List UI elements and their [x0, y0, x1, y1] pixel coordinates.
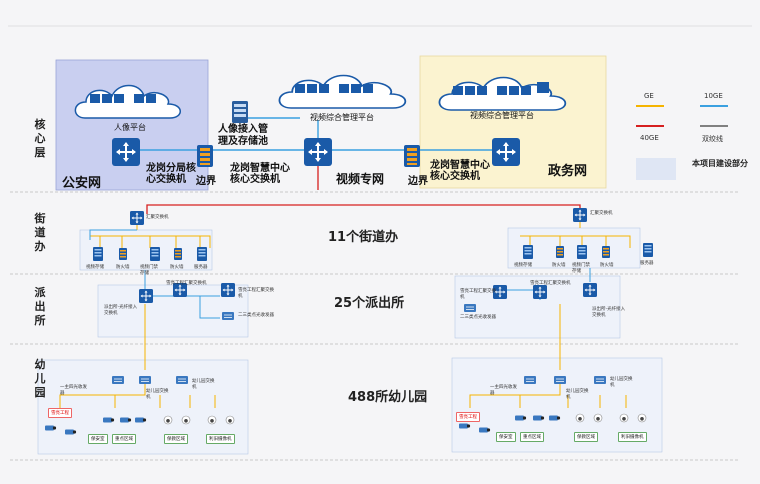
kg-right-switch-label: 幼儿园交换机 [566, 389, 589, 400]
kg-left-switch-label: 幼儿园交换机 [146, 389, 169, 400]
street-left-storage-label: 视频存储 [86, 265, 104, 270]
street-right-door-label: 视频门禁存储 [572, 263, 590, 274]
video-net-label: 视频专网 [336, 172, 385, 186]
kg-left-guard-tag: 保安室 [88, 434, 108, 444]
kindergarten-count: 488所幼儿园 [348, 390, 428, 405]
kg-right-project-tag: 雪亮工程 [456, 412, 480, 422]
police-right-agg-label: 雪亮工程汇聚交换机 [530, 281, 571, 286]
street-right-fw2-label: 防火墙 [600, 263, 614, 268]
kg-left-transceiver-label: 一主四光收发器 [60, 385, 87, 396]
kg-left-project-tag: 雪亮工程 [48, 408, 72, 418]
street-right-agg-label: 汇聚交换机 [590, 211, 613, 216]
kg-right-transceiver-label: 一主四光收发器 [490, 385, 517, 396]
street-right-storage-label: 视频存储 [514, 263, 532, 268]
gov-video-platform-label: 视频综合管理平台 [470, 111, 534, 120]
police-left-access-label: 派出所-光纤接入交换机 [104, 305, 138, 316]
street-left-agg-label: 汇聚交换机 [146, 215, 169, 220]
street-right-fw-label: 防火墙 [552, 263, 566, 268]
police-left-agg-label: 雪亮工程汇聚交换机 [238, 288, 274, 299]
legend-ge: GE [644, 92, 654, 100]
kg-right-switch2-label: 幼儿园交换机 [610, 377, 633, 388]
lg-smart-center-label: 龙岗智慧中心核心交换机 [230, 163, 290, 185]
street-left-fw-label: 防火墙 [116, 265, 130, 270]
kg-left-switch2-label: 幼儿园交换机 [192, 379, 215, 390]
layer-core-label: 核心层 [34, 118, 46, 159]
lg-branch-switch-label: 龙岗分局核心交换机 [146, 163, 196, 185]
street-left-server-label: 服务器 [194, 265, 208, 270]
legend-10ge: 10GE [704, 92, 723, 100]
public-security-net-label: 公安网 [62, 176, 102, 191]
police-left-collector-label: 二三类点光收发器 [238, 313, 274, 318]
police-right-collector-label: 二三类点光收发器 [460, 315, 496, 320]
border-left-label: 边界 [196, 176, 216, 187]
police-right-access-label: 派出所-光纤接入交换机 [592, 307, 626, 318]
legend-twisted: 双绞线 [702, 135, 723, 143]
legend-scope: 本项目建设部分 [692, 159, 748, 168]
street-left-door-label: 视频门禁存储 [140, 265, 158, 276]
legend-40ge: 40GE [640, 134, 659, 142]
street-count: 11个街道办 [328, 230, 399, 245]
gov-net-label: 政务网 [548, 164, 588, 179]
kg-right-guard-tag: 保安室 [496, 432, 516, 442]
kg-left-key-tag: 重点区域 [112, 434, 136, 444]
police-right-project-label: 雪亮工程汇聚交换机 [460, 289, 496, 300]
portrait-platform-label: 人像平台 [114, 123, 146, 132]
kg-left-reuse-tag: 利旧摄像机 [206, 434, 235, 444]
street-left-fw2-label: 防火墙 [170, 265, 184, 270]
kg-right-key-tag: 重点区域 [520, 432, 544, 442]
kg-right-care-tag: 保教区域 [574, 432, 598, 442]
layer-police-label: 派出所 [34, 286, 46, 327]
layer-kindergarten-label: 幼儿园 [34, 358, 46, 399]
police-count: 25个派出所 [334, 296, 405, 311]
street-right-server-label: 服务器 [640, 261, 654, 266]
portrait-access-label: 人像接入管理及存储池 [218, 124, 268, 147]
police-left-project-label: 雪亮工程汇聚交换机 [166, 281, 207, 286]
layer-street-label: 街道办 [34, 212, 46, 253]
video-platform-label: 视频综合管理平台 [310, 113, 374, 122]
kg-left-care-tag: 保教区域 [164, 434, 188, 444]
lg-smart-center-2-label: 龙岗智慧中心核心交换机 [430, 160, 490, 182]
kg-right-reuse-tag: 利旧摄像机 [618, 432, 647, 442]
border-right-label: 边界 [408, 176, 428, 187]
